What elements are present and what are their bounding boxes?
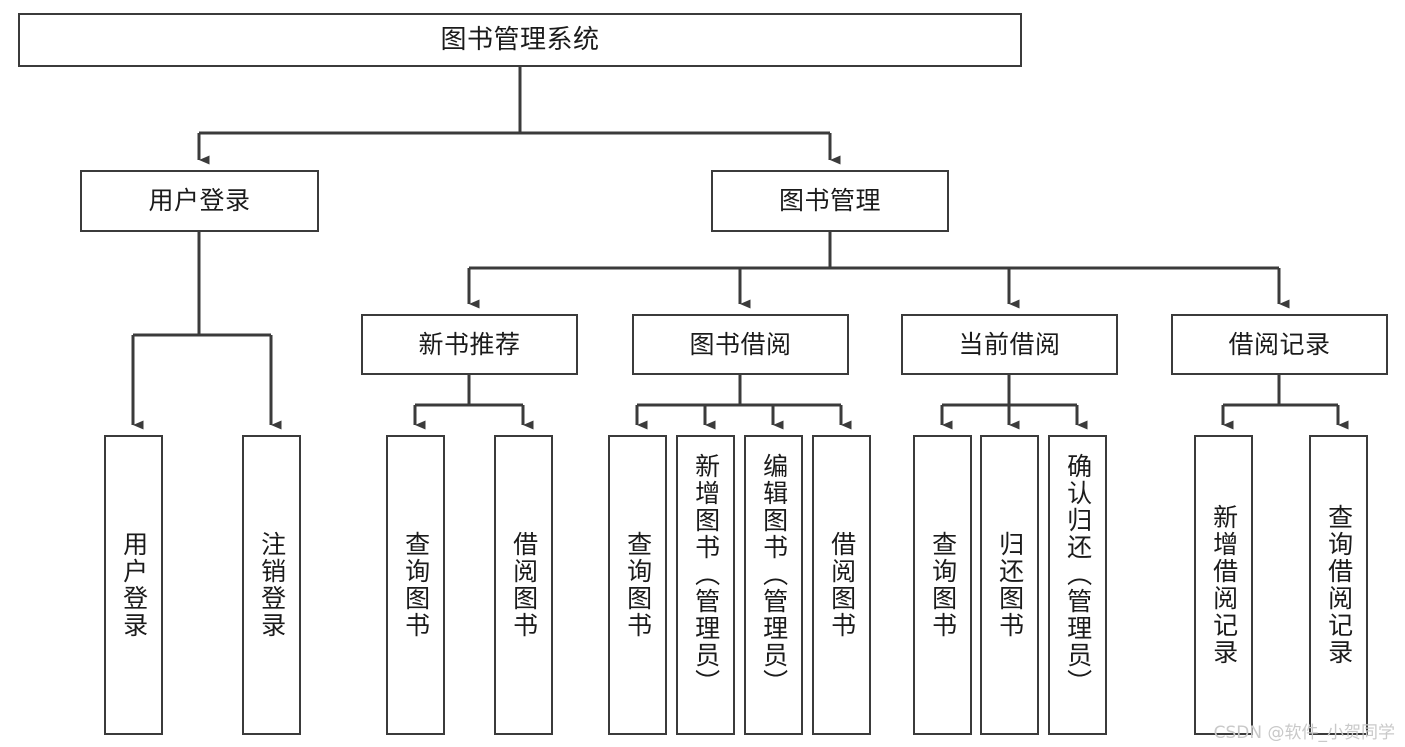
leaf-query-book-3[interactable]: 查询图书 bbox=[913, 435, 972, 735]
leaf-add-record[interactable]: 新增借阅记录 bbox=[1194, 435, 1253, 735]
leaf-query-book-3-label: 查询图书 bbox=[928, 531, 958, 639]
node-book-manage-label: 图书管理 bbox=[778, 186, 881, 216]
leaf-add-record-label: 新增借阅记录 bbox=[1209, 504, 1239, 666]
leaf-query-book-1-label: 查询图书 bbox=[401, 531, 431, 639]
leaf-confirm-return[interactable]: 确认归还（管理员） bbox=[1048, 435, 1107, 735]
leaf-user-login-label: 用户登录 bbox=[119, 531, 149, 639]
node-current-borrow[interactable]: 当前借阅 bbox=[901, 314, 1118, 375]
leaf-query-record-label: 查询借阅记录 bbox=[1324, 504, 1354, 666]
node-root[interactable]: 图书管理系统 bbox=[18, 13, 1022, 67]
leaf-borrow-book-1[interactable]: 借阅图书 bbox=[494, 435, 553, 735]
node-root-label: 图书管理系统 bbox=[440, 24, 600, 55]
leaf-add-book[interactable]: 新增图书（管理员） bbox=[676, 435, 735, 735]
node-new-book-rec-label: 新书推荐 bbox=[418, 329, 521, 359]
node-user-login[interactable]: 用户登录 bbox=[80, 170, 319, 232]
leaf-return-book-label: 归还图书 bbox=[995, 531, 1025, 639]
node-book-manage[interactable]: 图书管理 bbox=[711, 170, 949, 232]
leaf-borrow-book-1-label: 借阅图书 bbox=[509, 531, 539, 639]
leaf-return-book[interactable]: 归还图书 bbox=[980, 435, 1039, 735]
node-book-borrow-label: 图书借阅 bbox=[689, 329, 792, 359]
node-user-login-label: 用户登录 bbox=[148, 186, 251, 216]
leaf-query-record[interactable]: 查询借阅记录 bbox=[1309, 435, 1368, 735]
leaf-edit-book[interactable]: 编辑图书（管理员） bbox=[744, 435, 803, 735]
leaf-query-book-2-label: 查询图书 bbox=[623, 531, 653, 639]
leaf-query-book-1[interactable]: 查询图书 bbox=[386, 435, 445, 735]
node-new-book-rec[interactable]: 新书推荐 bbox=[361, 314, 578, 375]
leaf-borrow-book-2[interactable]: 借阅图书 bbox=[812, 435, 871, 735]
node-current-borrow-label: 当前借阅 bbox=[958, 329, 1061, 359]
leaf-add-book-label: 新增图书（管理员） bbox=[691, 453, 721, 696]
leaf-confirm-return-label: 确认归还（管理员） bbox=[1063, 453, 1093, 696]
leaf-logout-login[interactable]: 注销登录 bbox=[242, 435, 301, 735]
leaf-logout-login-label: 注销登录 bbox=[257, 531, 287, 639]
leaf-borrow-book-2-label: 借阅图书 bbox=[827, 531, 857, 639]
leaf-edit-book-label: 编辑图书（管理员） bbox=[759, 453, 789, 696]
node-borrow-record-label: 借阅记录 bbox=[1228, 329, 1331, 359]
csdn-watermark: CSDN @软件_小贺同学 bbox=[1213, 723, 1395, 743]
node-book-borrow[interactable]: 图书借阅 bbox=[632, 314, 849, 375]
leaf-user-login[interactable]: 用户登录 bbox=[104, 435, 163, 735]
node-borrow-record[interactable]: 借阅记录 bbox=[1171, 314, 1388, 375]
leaf-query-book-2[interactable]: 查询图书 bbox=[608, 435, 667, 735]
